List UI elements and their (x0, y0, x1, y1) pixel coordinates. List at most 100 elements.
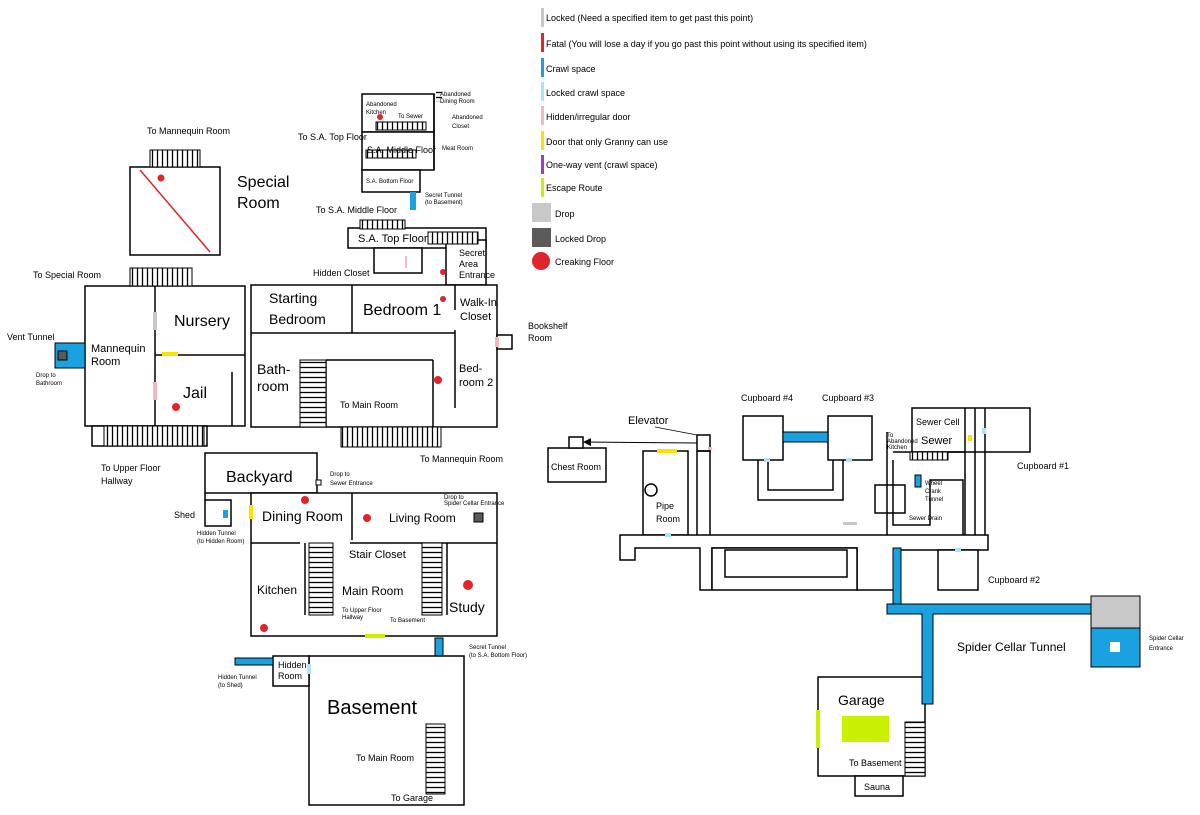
hidden-door-sa (405, 256, 407, 268)
label-hidden-tunnel-hidden-room: Hidden Tunnel(to Hidden Room) (197, 531, 244, 545)
spider-cellar-marker (1110, 642, 1120, 652)
pipe (644, 483, 658, 497)
granny-door-sewer (968, 435, 972, 441)
creak-abandoned-kitchen (377, 114, 383, 120)
legend-creaking-label: Creaking Floor (555, 257, 614, 267)
label-to-basement-main: To Basement (390, 618, 425, 624)
legend-hidden-door-swatch (541, 106, 544, 125)
stairs-mannequin-bottom (103, 425, 205, 447)
stairs-main-right (421, 542, 443, 616)
label-cupboard3: Cupboard #3 (822, 393, 874, 403)
spider-cellar-entrance-crawl (1090, 627, 1141, 668)
creak-kitchen (260, 624, 268, 632)
label-to-basement-garage: To Basement (849, 758, 902, 768)
label-hidden-tunnel-shed: Hidden Tunnel(to Shed) (218, 675, 257, 689)
label-secret-tunnel-sa: Secret Tunnel(to S.A. Bottom Floor) (469, 645, 527, 659)
legend-locked-crawl-swatch (541, 82, 544, 101)
special-room (129, 149, 221, 256)
creak-jail (172, 403, 180, 411)
stairs-to-mannequin (340, 426, 442, 448)
legend-drop-swatch (532, 203, 551, 222)
sewer-crawl-down (892, 547, 902, 613)
locked-crawl-1 (764, 458, 770, 462)
stairs-mannequin-top (129, 267, 193, 287)
label-elevator: Elevator (628, 415, 669, 427)
creak-bedroom2 (434, 376, 442, 384)
escape-car (842, 716, 889, 742)
wheel-crank-crawl (914, 474, 922, 488)
label-to-main-room-basement: To Main Room (356, 753, 414, 763)
legend-granny-door-swatch (541, 131, 544, 150)
label-spider-cellar-tunnel: Spider Cellar Tunnel (957, 640, 1066, 654)
label-bedroom1: Bedroom 1 (363, 302, 441, 319)
label-to-sa-top-floor: To S.A. Top Floor (298, 132, 367, 142)
label-kitchen: Kitchen (257, 583, 297, 597)
locked-crawl-5 (982, 428, 986, 434)
vent-drop (57, 350, 68, 361)
label-sa-top-floor: S.A. Top Floor (358, 233, 428, 245)
label-to-garage: To Garage (391, 793, 433, 803)
label-sa-middle-floor: S.A. Middle Floor (367, 145, 436, 155)
stairs-garage (904, 721, 926, 777)
label-chest-room: Chest Room (551, 462, 601, 472)
stairs-basement (425, 723, 446, 795)
label-to-special-room: To Special Room (33, 270, 101, 280)
main-floor (204, 452, 498, 637)
legend-oneway-vent-label: One-way vent (crawl space) (546, 160, 658, 170)
legend-escape-swatch (541, 178, 544, 197)
locked-sewer (843, 522, 857, 525)
label-to-mannequin-room-top: To Mannequin Room (147, 126, 230, 136)
granny-door-backyard (249, 505, 253, 519)
creak-bedroom1 (440, 296, 446, 302)
legend: Locked (Need a specified item to get pas… (532, 8, 867, 270)
legend-creaking-dot (532, 252, 550, 270)
label-jail: Jail (183, 385, 207, 402)
hidden-door-jail (153, 382, 157, 400)
label-garage: Garage (838, 692, 885, 708)
creak-study (463, 580, 473, 590)
legend-crawl-label: Crawl space (546, 64, 596, 74)
legend-hidden-door-label: Hidden/irregular door (546, 112, 631, 122)
elevator-arrow (583, 438, 698, 447)
creak-sa-top (440, 269, 446, 275)
creak-backyard (301, 496, 309, 504)
label-secret-tunnel-basement: Secret Tunnel(to Basement) (425, 193, 463, 206)
label-basement: Basement (327, 697, 417, 719)
legend-crawl-swatch (541, 58, 544, 77)
legend-locked-crawl-label: Locked crawl space (546, 88, 625, 98)
label-backyard: Backyard (226, 469, 293, 486)
label-bedroom2: Bed-room 2 (459, 363, 493, 389)
legend-drop-label: Drop (555, 209, 575, 219)
label-sauna: Sauna (864, 782, 890, 792)
sa-bottom-floor-room (361, 169, 421, 193)
crawl-cupboards (782, 431, 829, 443)
label-to-sewer: To Sewer (398, 114, 423, 120)
label-sewer-cell: Sewer Cell (916, 417, 960, 427)
locked-crawl-4 (955, 548, 961, 552)
stairs-main-left (308, 542, 334, 616)
secret-tunnel-sa-crawl (434, 637, 444, 657)
label-main-room: Main Room (342, 584, 403, 598)
stairs-sa-middle (375, 121, 427, 131)
legend-fatal-label: Fatal (You will lose a day if you go pas… (546, 39, 867, 49)
legend-escape-label: Escape Route (546, 183, 603, 193)
legend-oneway-vent-swatch (541, 155, 544, 174)
locked-crawl-hidden-room (307, 664, 311, 674)
label-dining-room: Dining Room (262, 508, 343, 524)
east-wing (250, 284, 513, 428)
label-cupboard1: Cupboard #1 (1017, 461, 1069, 471)
legend-granny-door-label: Door that only Granny can use (546, 137, 668, 147)
stairs-bathroom (299, 359, 327, 428)
